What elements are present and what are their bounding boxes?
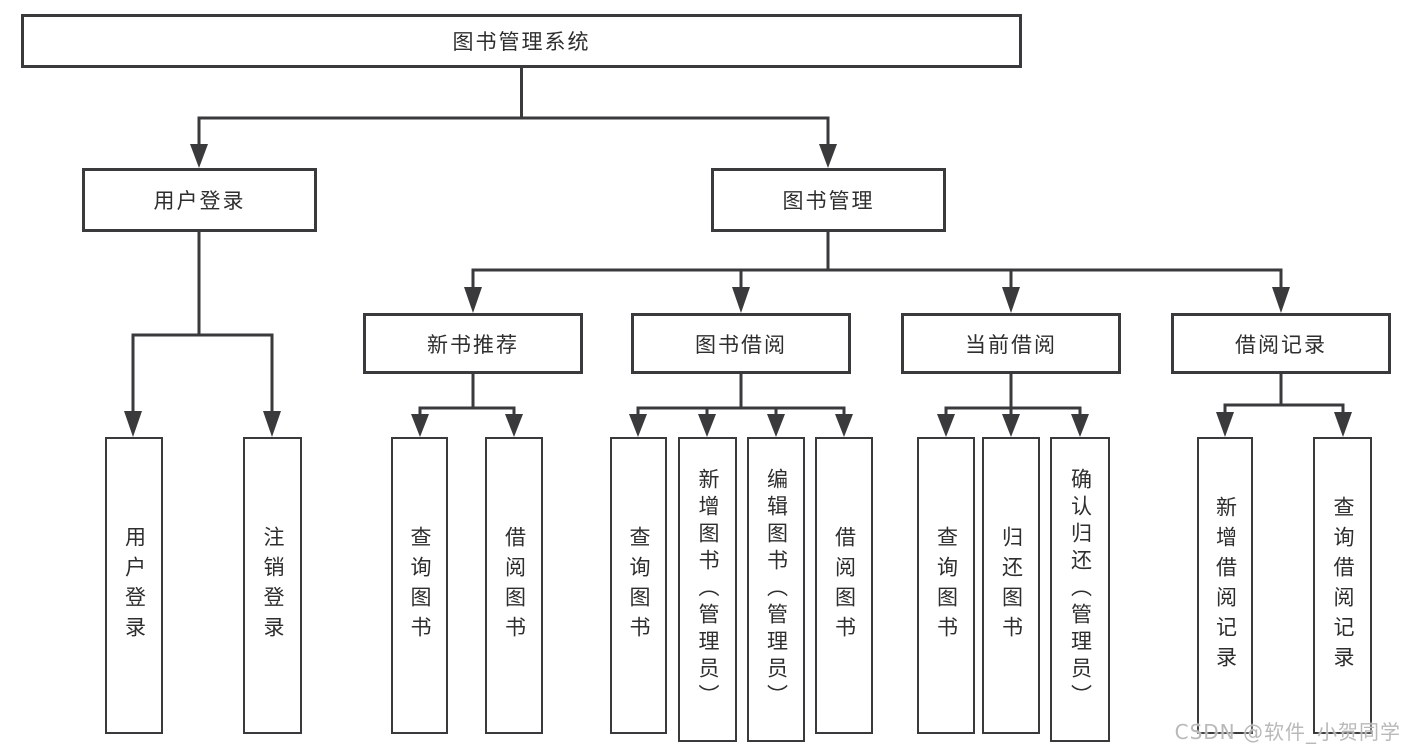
node-leaf-logout: 注销登录	[243, 437, 302, 734]
node-leaf-newbook-query-label: 查询图书	[408, 525, 432, 646]
watermark: CSDN @软件_小贺同学	[1174, 720, 1401, 744]
node-current-borrow: 当前借阅	[901, 313, 1121, 374]
node-leaf-logout-label: 注销登录	[261, 525, 285, 646]
node-root-label: 图书管理系统	[452, 30, 591, 54]
node-borrow-records: 借阅记录	[1171, 313, 1391, 374]
node-leaf-borrow-book-label: 借阅图书	[832, 525, 857, 646]
node-leaf-user-login-label: 用户登录	[122, 525, 147, 646]
node-leaf-newbook-query: 查询图书	[391, 437, 448, 734]
node-leaf-newbook-borrow-label: 借阅图书	[502, 525, 527, 646]
node-leaf-newbook-borrow: 借阅图书	[485, 437, 543, 734]
node-leaf-add-record: 新增借阅记录	[1197, 437, 1253, 734]
node-leaf-current-query-label: 查询图书	[934, 525, 959, 646]
node-leaf-borrow-query-label: 查询图书	[627, 525, 651, 646]
node-user-login-label: 用户登录	[153, 189, 246, 213]
node-borrow-records-label: 借阅记录	[1235, 332, 1327, 357]
node-current-borrow-label: 当前借阅	[965, 332, 1057, 357]
node-leaf-query-record: 查询借阅记录	[1313, 437, 1372, 734]
node-root: 图书管理系统	[21, 14, 1022, 68]
node-leaf-confirm-return-admin-label: 确认归还（管理员）	[1068, 468, 1093, 711]
node-leaf-edit-book-admin: 编辑图书（管理员）	[747, 437, 805, 742]
node-leaf-edit-book-admin-label: 编辑图书（管理员）	[764, 468, 789, 711]
node-leaf-return-book-label: 归还图书	[999, 525, 1024, 646]
node-leaf-confirm-return-admin: 确认归还（管理员）	[1050, 437, 1110, 742]
node-leaf-query-record-label: 查询借阅记录	[1331, 495, 1355, 676]
node-leaf-add-book-admin-label: 新增图书（管理员）	[696, 468, 720, 711]
node-book-borrow-label: 图书借阅	[695, 332, 787, 357]
node-book-management: 图书管理	[711, 168, 946, 232]
node-new-book-recommend-label: 新书推荐	[427, 332, 519, 357]
node-leaf-add-record-label: 新增借阅记录	[1213, 495, 1238, 676]
node-user-login: 用户登录	[82, 168, 317, 232]
node-leaf-current-query: 查询图书	[917, 437, 975, 734]
node-leaf-borrow-query: 查询图书	[610, 437, 667, 734]
node-leaf-user-login: 用户登录	[105, 437, 163, 734]
node-book-borrow: 图书借阅	[631, 313, 851, 374]
node-leaf-return-book: 归还图书	[982, 437, 1040, 734]
node-leaf-add-book-admin: 新增图书（管理员）	[678, 437, 737, 742]
node-new-book-recommend: 新书推荐	[363, 313, 583, 374]
node-book-management-label: 图书管理	[782, 189, 875, 213]
node-leaf-borrow-book: 借阅图书	[815, 437, 873, 734]
